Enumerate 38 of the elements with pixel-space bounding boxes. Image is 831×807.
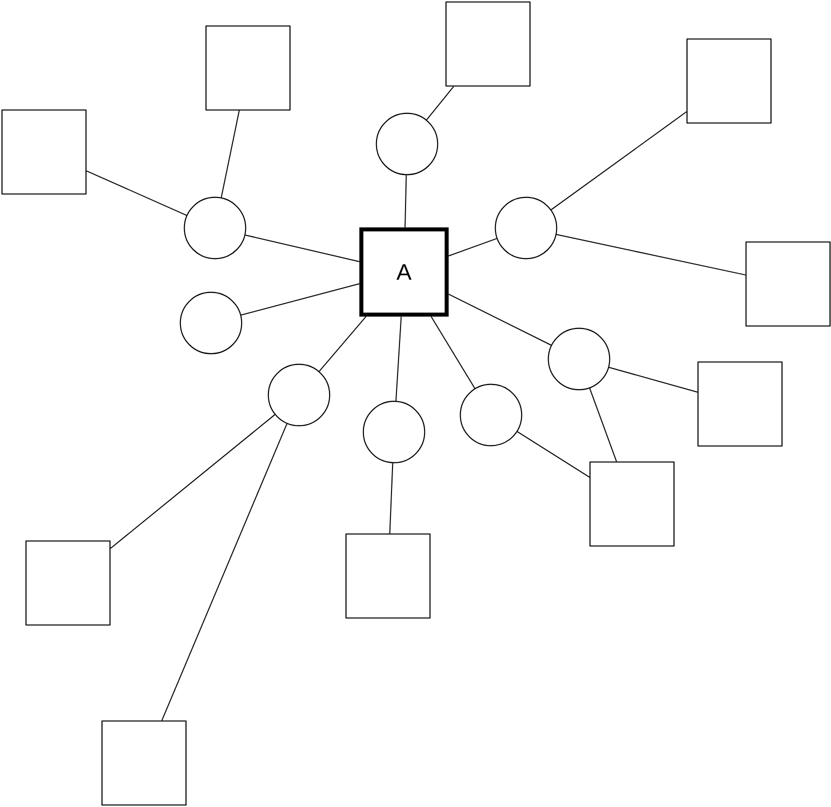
square-node — [445, 1, 531, 87]
square-node — [697, 361, 783, 447]
square-node — [686, 38, 772, 124]
square-node — [101, 720, 187, 806]
square-node — [205, 25, 291, 111]
connector-line — [556, 234, 746, 276]
connector-line — [318, 316, 366, 372]
circle-node — [180, 292, 242, 354]
square-node — [345, 533, 431, 619]
connector-line — [161, 423, 288, 721]
connector-line — [550, 111, 687, 210]
connector-line — [244, 234, 360, 262]
connector-line — [516, 431, 590, 478]
connector-line — [426, 86, 454, 120]
connector-line — [395, 316, 402, 402]
connector-line — [389, 462, 394, 534]
connector-line — [86, 170, 187, 216]
connector-line — [448, 238, 498, 256]
labeled-box: A — [359, 227, 449, 317]
circle-node — [184, 196, 246, 260]
connector-line — [220, 110, 240, 198]
circle-node — [460, 384, 522, 446]
square-node — [25, 540, 111, 626]
circle-node — [268, 364, 330, 426]
circle-node — [362, 400, 426, 464]
circle-node — [376, 112, 438, 176]
connector-line — [430, 316, 476, 389]
circle-node — [494, 196, 558, 260]
circle-node — [548, 328, 610, 390]
square-node — [1, 109, 87, 195]
connector-line — [404, 174, 407, 228]
square-node — [745, 241, 831, 327]
connector-line — [240, 283, 360, 316]
connector-line — [608, 366, 698, 393]
square-node — [589, 461, 675, 547]
connector-line — [589, 388, 617, 462]
connector-line — [448, 294, 552, 346]
connector-line — [110, 414, 276, 549]
